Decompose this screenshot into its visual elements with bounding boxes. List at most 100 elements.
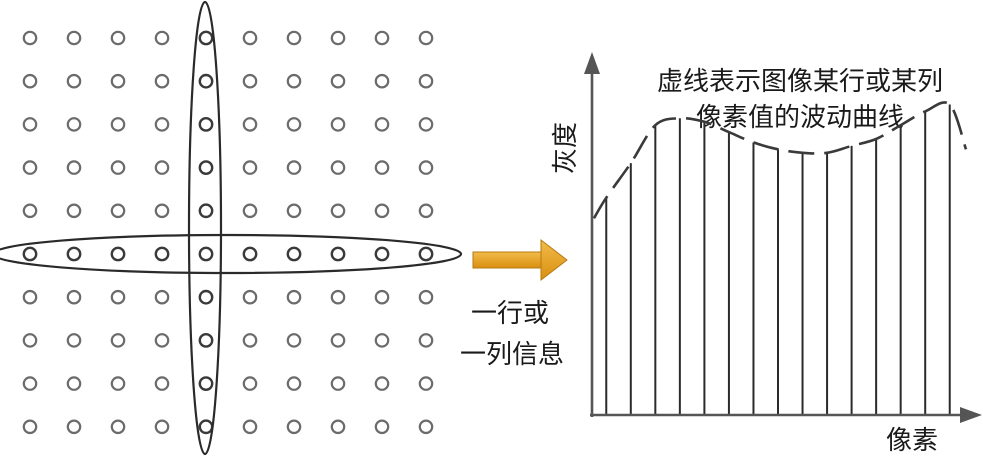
pixel-dot [22, 376, 38, 391]
pixel-dot [66, 246, 82, 262]
pixel-dot [242, 333, 258, 348]
y-axis-label: 灰度 [551, 122, 581, 174]
row-highlight-ellipse [0, 233, 463, 275]
pixel-dot [22, 419, 38, 435]
y-axis-arrow-icon [584, 52, 600, 74]
pixel-dot [286, 333, 302, 348]
pixel-dot [198, 30, 214, 46]
pixel-dot [286, 73, 302, 89]
pixel-dot [154, 160, 170, 175]
pixel-dot [66, 117, 82, 132]
pixel-dot [154, 203, 170, 219]
pixel-dot [418, 160, 434, 175]
pixel-dot [154, 73, 170, 89]
pixel-dot [418, 289, 434, 305]
pixel-dot [22, 73, 38, 89]
pixel-dot [66, 30, 82, 46]
pixel-dot [198, 419, 214, 435]
pixel-dot [374, 73, 390, 89]
pixel-dot [374, 246, 390, 262]
pixel-dot [330, 376, 346, 391]
pixel-dot [418, 376, 434, 391]
pixel-dot [286, 160, 302, 175]
pixel-dot [154, 376, 170, 391]
pixel-dot [110, 289, 126, 305]
pixel-dot [154, 117, 170, 132]
pixel-dot [330, 333, 346, 348]
pixel-dot [418, 419, 434, 435]
pixel-dot [330, 289, 346, 305]
pixel-dot [242, 246, 258, 262]
pixel-dot [242, 203, 258, 219]
pixel-dot [374, 419, 390, 435]
pixel-dot [110, 73, 126, 89]
pixel-dot [22, 160, 38, 175]
column-highlight-ellipse [187, 0, 223, 456]
pixel-dot [22, 246, 38, 262]
pixel-dot [242, 73, 258, 89]
pixel-dot [242, 419, 258, 435]
pixel-dot [286, 117, 302, 132]
pixel-dot [330, 246, 346, 262]
pixel-dot [66, 376, 82, 391]
pixel-dot [66, 203, 82, 219]
x-axis-arrow-icon [960, 407, 982, 423]
pixel-dot [198, 203, 214, 219]
pixel-dot [22, 117, 38, 132]
pixel-dot [286, 30, 302, 46]
pixel-dot [374, 376, 390, 391]
pixel-dot [110, 246, 126, 262]
pixel-dot [242, 289, 258, 305]
pixel-dot [286, 289, 302, 305]
pixel-dot [198, 246, 214, 262]
pixel-dot [154, 246, 170, 262]
pixel-dot [198, 376, 214, 391]
bar-group [605, 104, 951, 415]
caption-line-2: 一列信息 [460, 340, 564, 370]
pixel-dot [110, 203, 126, 219]
pixel-dot [374, 117, 390, 132]
pixel-dot [418, 246, 434, 262]
pixel-dot [198, 160, 214, 176]
pixel-dot [286, 419, 302, 435]
pixel-dot [198, 73, 214, 89]
pixel-dot [330, 117, 346, 132]
pixel-dot [154, 333, 170, 348]
pixel-dot [330, 203, 346, 219]
pixel-dot [286, 376, 302, 391]
chart-title-line-1: 虚线表示图像某行或某列 [657, 67, 943, 97]
pixel-dot [66, 289, 82, 305]
pixel-dot [374, 333, 390, 348]
pixel-dot [374, 203, 390, 219]
dashed-fluctuation-curve [592, 101, 968, 219]
pixel-dot [154, 419, 170, 435]
pixel-dot [22, 203, 38, 219]
pixel-dot [330, 73, 346, 89]
pixel-dot [66, 73, 82, 89]
x-axis-label: 像素 [886, 426, 938, 456]
pixel-dot [110, 419, 126, 435]
pixel-dot [22, 30, 38, 46]
pixel-dot-grid [22, 30, 434, 435]
pixel-dot [198, 117, 214, 132]
pixel-dot [154, 289, 170, 305]
pixel-dot [22, 333, 38, 348]
pixel-dot [418, 73, 434, 89]
pixel-dot [66, 160, 82, 175]
pixel-dot [110, 160, 126, 175]
pixel-dot [286, 246, 302, 262]
pixel-dot [66, 333, 82, 348]
pixel-dot [242, 30, 258, 46]
pixel-dot [286, 203, 302, 219]
pixel-dot [242, 160, 258, 175]
pixel-dot [154, 30, 170, 46]
pixel-dot [330, 419, 346, 435]
pixel-dot [374, 289, 390, 305]
arrow-icon [472, 238, 568, 282]
pixel-dot [418, 203, 434, 219]
pixel-dot [418, 30, 434, 46]
pixel-dot [418, 117, 434, 132]
pixel-dot [22, 289, 38, 305]
pixel-dot [242, 376, 258, 391]
